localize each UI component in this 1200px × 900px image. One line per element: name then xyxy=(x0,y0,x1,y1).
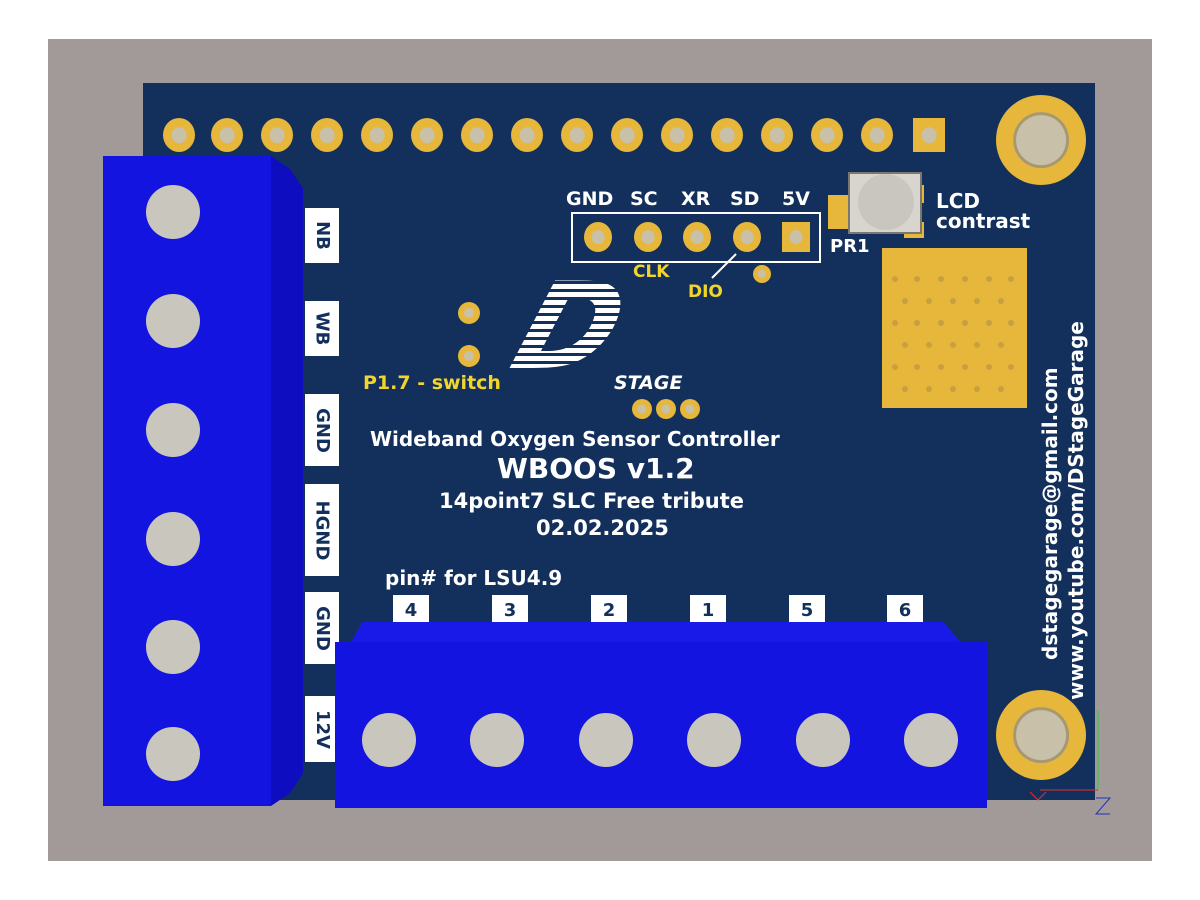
thermal-pad xyxy=(882,248,1027,408)
terminal-screw[interactable] xyxy=(796,713,850,767)
header-pin xyxy=(411,118,443,152)
bottom-terminal-body xyxy=(335,642,987,808)
terminal-screw[interactable] xyxy=(146,403,200,457)
header-pin xyxy=(211,118,243,152)
board-date: 02.02.2025 xyxy=(536,516,669,540)
bottom-terminal-top xyxy=(350,622,962,644)
pot-knob xyxy=(858,174,914,230)
switch-label: P1.7 - switch xyxy=(363,372,501,394)
header-pin xyxy=(163,118,195,152)
terminal-screw[interactable] xyxy=(904,713,958,767)
pin-number-2: 2 xyxy=(591,595,627,625)
pin-number-3: 3 xyxy=(492,595,528,625)
lcd-pin-5v xyxy=(782,222,810,252)
lsu-caption: pin# for LSU4.9 xyxy=(385,566,563,590)
pad xyxy=(656,399,676,419)
mounting-hole-bottom xyxy=(996,690,1086,780)
pot-ref-label: PR1 xyxy=(830,236,870,257)
switch-pad-2 xyxy=(458,345,480,367)
lcd-label-gnd: GND xyxy=(566,188,614,210)
via xyxy=(753,265,771,283)
terminal-screw[interactable] xyxy=(146,620,200,674)
dio-label: DIO xyxy=(688,282,723,302)
terminal-screw[interactable] xyxy=(687,713,741,767)
terminal-label-gnd-2: GND xyxy=(305,592,339,664)
board-tribute: 14point7 SLC Free tribute xyxy=(439,489,745,513)
header-pin xyxy=(761,118,793,152)
terminal-label-wb: WB xyxy=(305,301,339,356)
left-terminal-side xyxy=(271,156,303,806)
lcd-pin-xr xyxy=(683,222,711,252)
header-pin xyxy=(661,118,693,152)
header-pin-square xyxy=(913,118,945,152)
header-pin xyxy=(311,118,343,152)
terminal-screw[interactable] xyxy=(146,294,200,348)
clk-label: CLK xyxy=(633,262,670,282)
terminal-screw[interactable] xyxy=(146,512,200,566)
lcd-pin-sd xyxy=(733,222,761,252)
header-pin xyxy=(711,118,743,152)
contact-youtube: www.youtube.com/DStageGarage xyxy=(1064,321,1088,700)
terminal-screw[interactable] xyxy=(470,713,524,767)
pin-number-4: 4 xyxy=(393,595,429,625)
board-model: WBOOS v1.2 xyxy=(497,452,695,485)
terminal-screw[interactable] xyxy=(146,185,200,239)
header-pin xyxy=(511,118,543,152)
terminal-label-hgnd: HGND xyxy=(305,484,339,576)
header-pin xyxy=(811,118,843,152)
pad xyxy=(680,399,700,419)
lcd-pin-gnd xyxy=(584,222,612,252)
lcd-label-sd: SD xyxy=(730,188,760,210)
header-pin xyxy=(611,118,643,152)
axis-gizmo-icon xyxy=(1029,710,1112,815)
terminal-screw[interactable] xyxy=(146,727,200,781)
pot-pad-left xyxy=(828,195,848,229)
header-pin xyxy=(861,118,893,152)
header-pin xyxy=(561,118,593,152)
terminal-label-gnd: GND xyxy=(305,394,339,466)
board-title: Wideband Oxygen Sensor Controller xyxy=(370,427,780,451)
logo-text: STAGE xyxy=(614,372,683,394)
contact-email: dstagegarage@gmail.com xyxy=(1038,367,1062,660)
terminal-label-12v: 12V xyxy=(305,696,339,762)
terminal-screw[interactable] xyxy=(579,713,633,767)
dio-pointer-line xyxy=(711,253,737,279)
header-pin xyxy=(261,118,293,152)
lcd-label-sc: SC xyxy=(630,188,658,210)
lcd-pin-sc xyxy=(634,222,662,252)
header-pin xyxy=(361,118,393,152)
lcd-contrast-label-line2: contrast xyxy=(936,209,1031,233)
lcd-label-xr: XR xyxy=(681,188,711,210)
header-pin xyxy=(461,118,493,152)
lcd-label-5v: 5V xyxy=(782,188,810,210)
pin-number-5: 5 xyxy=(789,595,825,625)
left-terminal-body xyxy=(103,156,271,806)
pin-number-1: 1 xyxy=(690,595,726,625)
terminal-screw[interactable] xyxy=(362,713,416,767)
lcd-header-outline xyxy=(571,212,821,263)
switch-pad-1 xyxy=(458,302,480,324)
terminal-label-nb: NB xyxy=(305,208,339,263)
mounting-hole-top xyxy=(996,95,1086,185)
pin-number-6: 6 xyxy=(887,595,923,625)
pad xyxy=(632,399,652,419)
lcd-contrast-label-line1: LCD xyxy=(936,189,981,213)
